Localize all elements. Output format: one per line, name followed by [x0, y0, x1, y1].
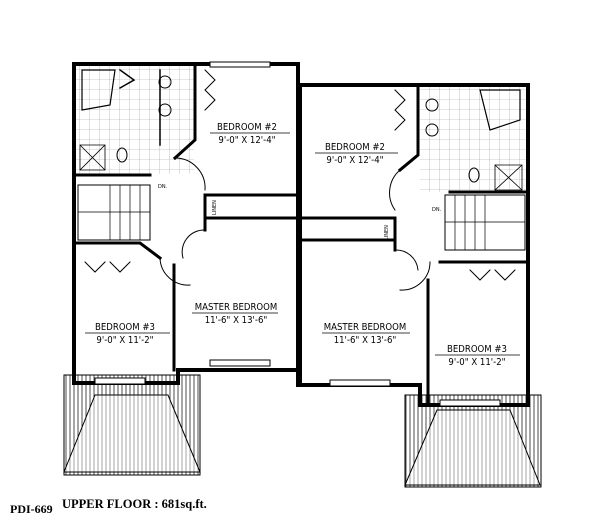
- room-size: 9'-0" X 11'-2": [448, 357, 505, 368]
- right-stair-label: DN.: [432, 207, 442, 213]
- room-name: BEDROOM #3: [95, 322, 155, 333]
- room-size: 9'-0" X 12'-4": [326, 155, 383, 166]
- room-size: 9'-0" X 11'-2": [96, 335, 153, 346]
- left-porch: [63, 374, 201, 476]
- left-master-label: MASTER BEDROOM 11'-6" X 13'-6": [192, 302, 278, 326]
- right-bedroom3-label: BEDROOM #3 9'-0" X 11'-2": [435, 344, 520, 368]
- right-unit-walls: [298, 83, 530, 407]
- windows: [94, 61, 501, 407]
- right-master-label: MASTER BEDROOM 11'-6" X 13'-6": [322, 322, 410, 346]
- room-size: 9'-0" X 12'-4": [218, 135, 275, 146]
- left-bathroom: [76, 66, 194, 174]
- room-size: 11'-6" X 13'-6": [334, 335, 397, 346]
- room-name: BEDROOM #3: [447, 344, 507, 355]
- left-linen-label: LINEN: [212, 200, 218, 215]
- left-bedroom3-label: BEDROOM #3 9'-0" X 11'-2": [85, 322, 170, 346]
- plan-code: PDI-669: [10, 502, 53, 516]
- right-bedroom2-label: BEDROOM #2 9'-0" X 12'-4": [315, 142, 398, 166]
- left-bedroom2-label: BEDROOM #2 9'-0" X 12'-4": [210, 122, 290, 146]
- left-stair-label: DN.: [158, 184, 168, 190]
- right-porch: [404, 394, 542, 488]
- room-name: MASTER BEDROOM: [324, 322, 407, 333]
- right-linen-label: LINEN: [384, 225, 390, 240]
- room-size: 11'-6" X 13'-6": [205, 315, 268, 326]
- room-name: MASTER BEDROOM: [195, 302, 278, 313]
- room-name: BEDROOM #2: [217, 122, 277, 133]
- room-name: BEDROOM #2: [325, 142, 385, 153]
- floor-label: UPPER FLOOR : 681sq.ft.: [62, 497, 207, 511]
